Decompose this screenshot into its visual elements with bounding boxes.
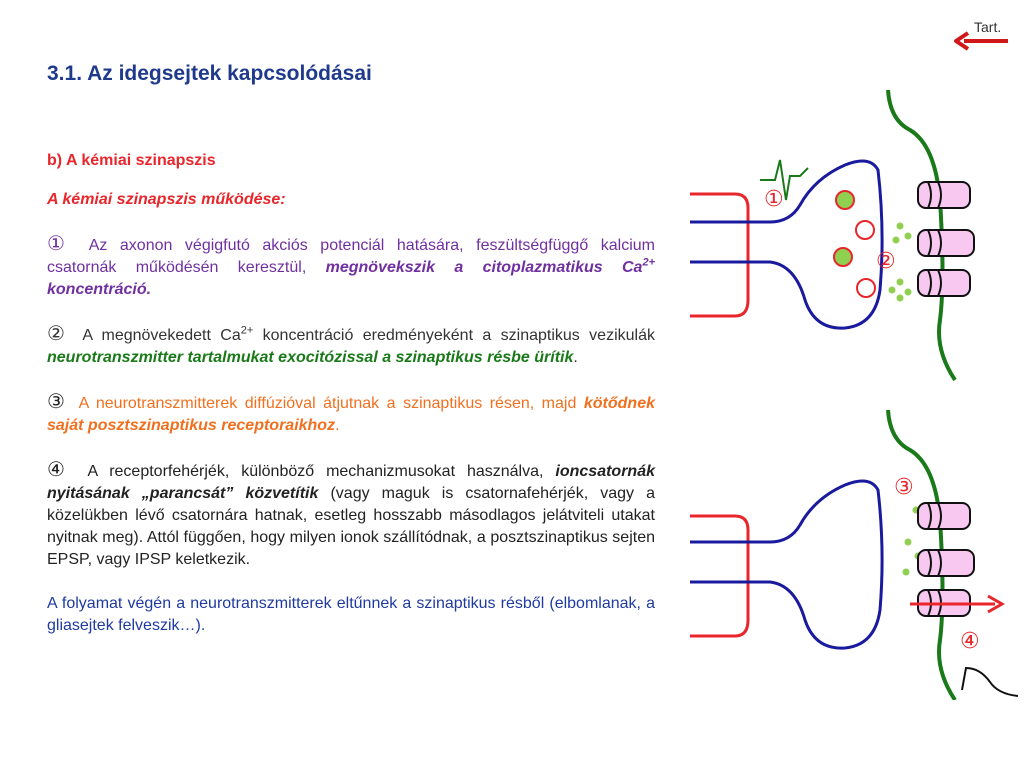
axon-terminal-bottom xyxy=(690,479,884,650)
step-4-marker: ④ xyxy=(47,459,73,481)
synapse-diagram: ① ② ③ ④ xyxy=(690,89,1019,700)
step-2-marker: ② xyxy=(47,323,70,345)
subheading: A kémiai szinapszis működése: xyxy=(47,191,286,208)
back-arrow-icon xyxy=(954,31,1008,51)
vesicle xyxy=(835,190,855,210)
p1-sup: 2+ xyxy=(642,256,656,269)
p4-text: A receptorfehérjék, különböző mechanizmu… xyxy=(76,463,556,480)
presynaptic-neuron-outline-bottom xyxy=(690,514,750,638)
postsynaptic-potential-icon xyxy=(961,666,1019,697)
back-to-contents-link[interactable]: Tart. xyxy=(950,16,1012,52)
transmitter-dot xyxy=(904,288,912,296)
transmitter-dot xyxy=(896,278,904,286)
p1-emphasis: megnövekszik a citoplazmatikus Ca xyxy=(325,259,643,276)
step-3-marker: ③ xyxy=(47,391,68,413)
vesicle xyxy=(856,278,876,298)
paragraph-1: ① Az axonon végigfutó akciós potenciál h… xyxy=(47,233,655,301)
p4-emphasis: ioncsatornák nyitásának „parancsát” közv… xyxy=(47,463,655,502)
transmitter-dot xyxy=(896,222,904,230)
marker-3: ③ xyxy=(894,475,914,500)
p2-emphasis: neurotranszmitter tartalmukat exocitózis… xyxy=(47,349,574,366)
p1-emphasis-2: koncentráció. xyxy=(47,281,152,298)
p2-text-3: . xyxy=(573,349,578,366)
ion-flow-arrow-head xyxy=(987,594,1006,614)
body-text: b) A kémiai szinapszis A kémiai szinapsz… xyxy=(47,150,655,637)
p3-text: A neurotranszmitterek diffúzióval átjutn… xyxy=(71,395,584,412)
subtitle: b) A kémiai szinapszis xyxy=(47,152,216,169)
transmitter-dot xyxy=(904,538,912,546)
receptors-top xyxy=(917,181,975,297)
paragraph-2: ② A megnövekedett Ca2+ koncentráció ered… xyxy=(47,323,655,369)
marker-4: ④ xyxy=(960,629,980,654)
p2-text: A megnövekedett Ca xyxy=(73,327,241,344)
nav-label: Tart. xyxy=(974,19,1002,35)
page-title: 3.1. Az idegsejtek kapcsolódásai xyxy=(47,62,372,85)
paragraph-3: ③ A neurotranszmitterek diffúzióval átju… xyxy=(47,391,655,437)
presynaptic-neuron-outline-top xyxy=(690,192,750,318)
p4-text-2: (vagy maguk is csatornafehérjék, vagy a … xyxy=(47,485,656,568)
step-1-marker: ① xyxy=(47,233,74,255)
synapse-bottom: ③ ④ xyxy=(690,409,1019,700)
marker-2: ② xyxy=(876,249,896,274)
paragraph-5: A folyamat végén a neurotranszmitterek e… xyxy=(47,595,655,634)
transmitter-dot xyxy=(892,236,900,244)
vesicle xyxy=(833,247,853,267)
transmitter-dot xyxy=(896,294,904,302)
synapse-top: ① ② xyxy=(690,89,975,382)
transmitter-dot xyxy=(904,232,912,240)
vesicle xyxy=(855,220,875,240)
p1-text: Az axonon végigfutó akciós potenciál hat… xyxy=(47,237,655,276)
p3-emphasis: kötődnek saját posztszinaptikus receptor… xyxy=(47,395,655,434)
receptors-bottom xyxy=(917,502,975,617)
p3-text-2: . xyxy=(335,417,340,434)
transmitter-dot xyxy=(888,286,896,294)
p2-sup: 2+ xyxy=(240,324,254,337)
paragraph-4: ④ A receptorfehérjék, különböző mechaniz… xyxy=(47,459,655,571)
action-potential-icon xyxy=(760,159,809,201)
axon-terminal-top xyxy=(690,159,884,330)
p2-text-2: koncentráció eredményeként a szinaptikus… xyxy=(253,327,655,344)
marker-1: ① xyxy=(764,187,784,212)
transmitter-dot xyxy=(902,568,910,576)
